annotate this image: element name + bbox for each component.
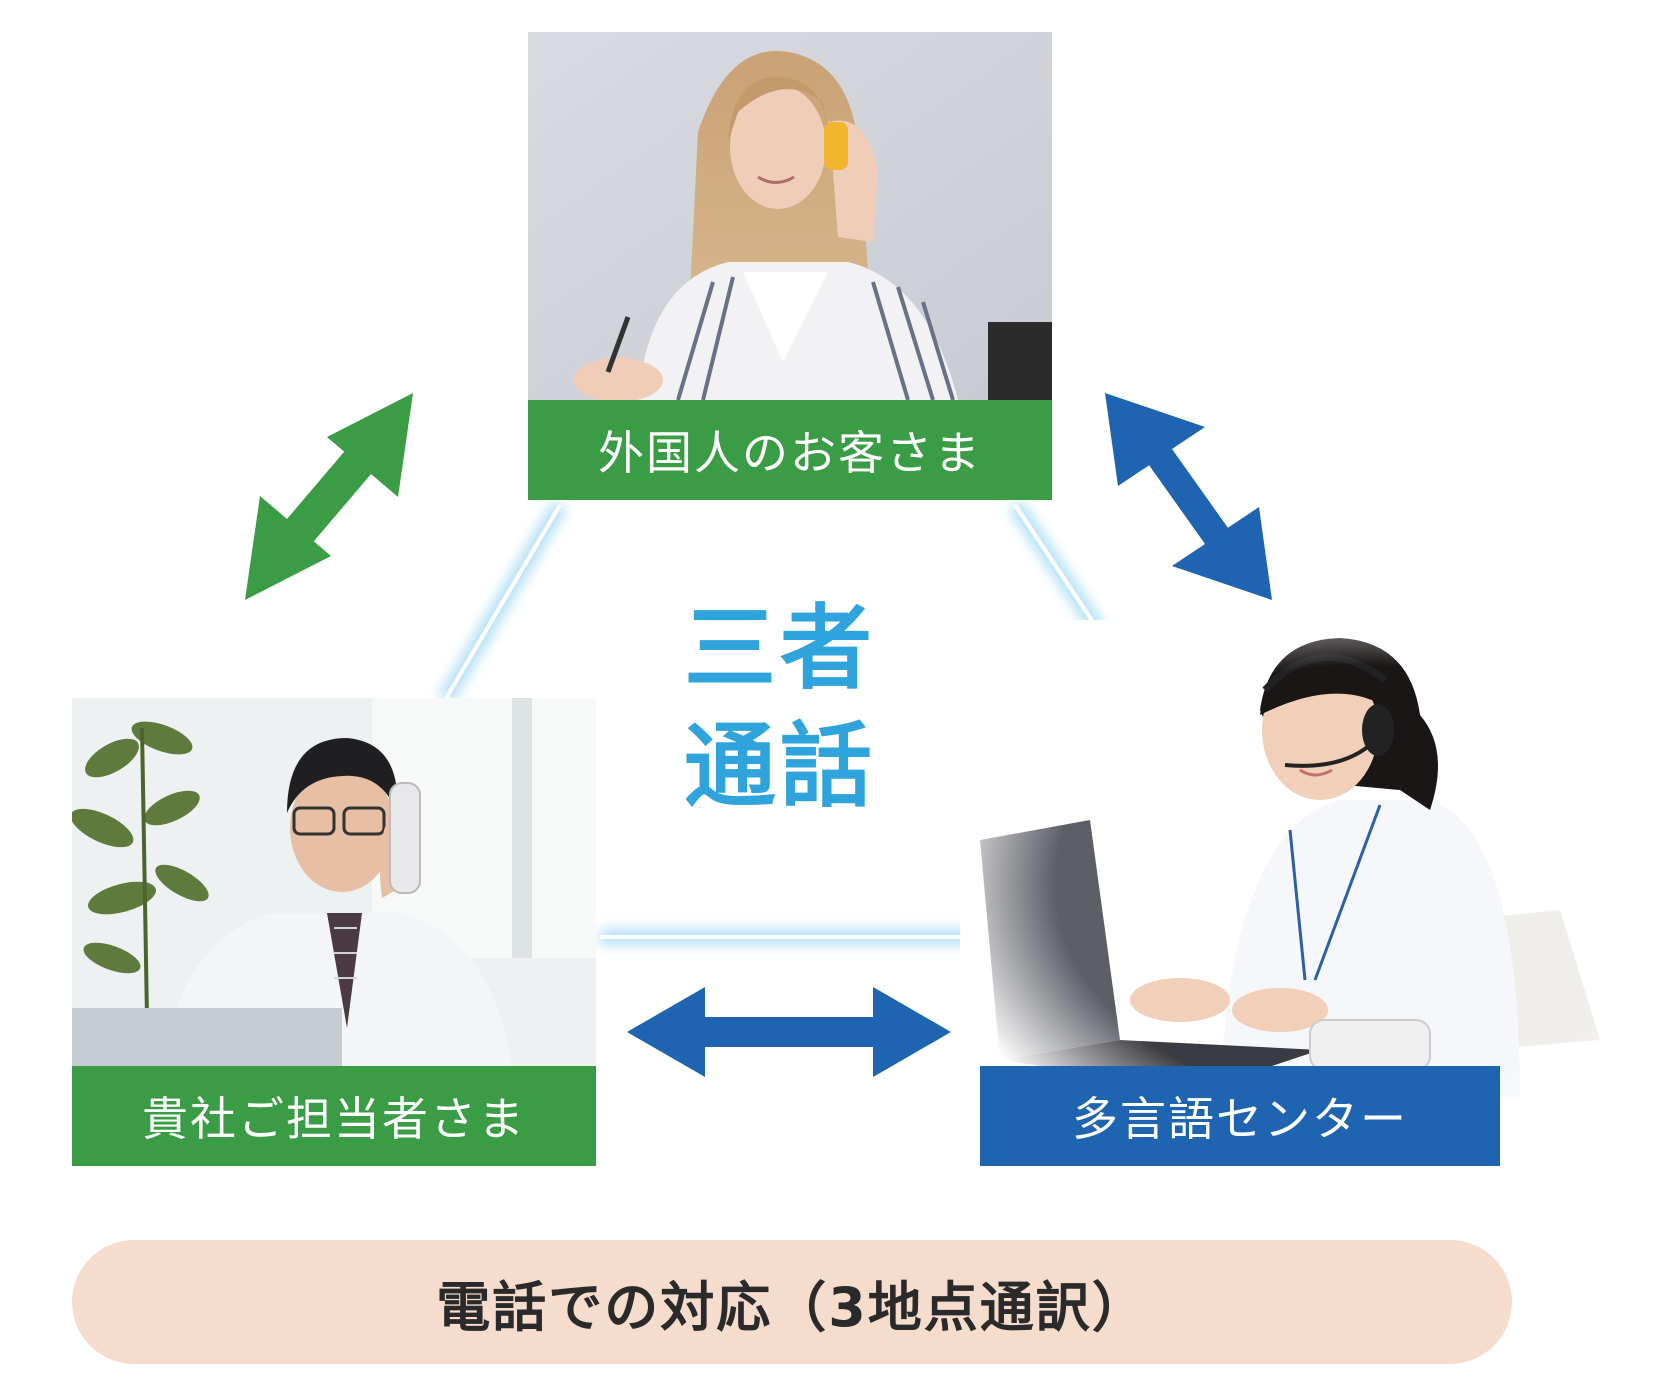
- green-double-arrow: [245, 393, 413, 600]
- customer-label: 外国人のお客さま: [528, 400, 1052, 500]
- blue-double-arrow-bottom: [627, 987, 951, 1077]
- caption-pill: 電話での対応（3地点通訳）: [72, 1240, 1512, 1364]
- center-text-line2: 通話: [683, 713, 876, 820]
- customer-photo: [528, 32, 1052, 400]
- company-label: 貴社ご担当者さま: [72, 1066, 596, 1166]
- company-photo: [72, 698, 596, 1066]
- center-label: 多言語センター: [980, 1066, 1500, 1166]
- operator-headset-icon: [960, 620, 1620, 1098]
- man-on-phone-icon: [72, 698, 596, 1066]
- three-way-call-text: 三者 通話: [660, 590, 900, 826]
- center-text-line1: 三者: [683, 595, 876, 702]
- caption-text: 電話での対応（3地点通訳）: [436, 1275, 1148, 1339]
- center-photo: [960, 620, 1620, 1098]
- blue-double-arrow-right: [1105, 393, 1272, 600]
- woman-on-phone-icon: [528, 32, 1052, 400]
